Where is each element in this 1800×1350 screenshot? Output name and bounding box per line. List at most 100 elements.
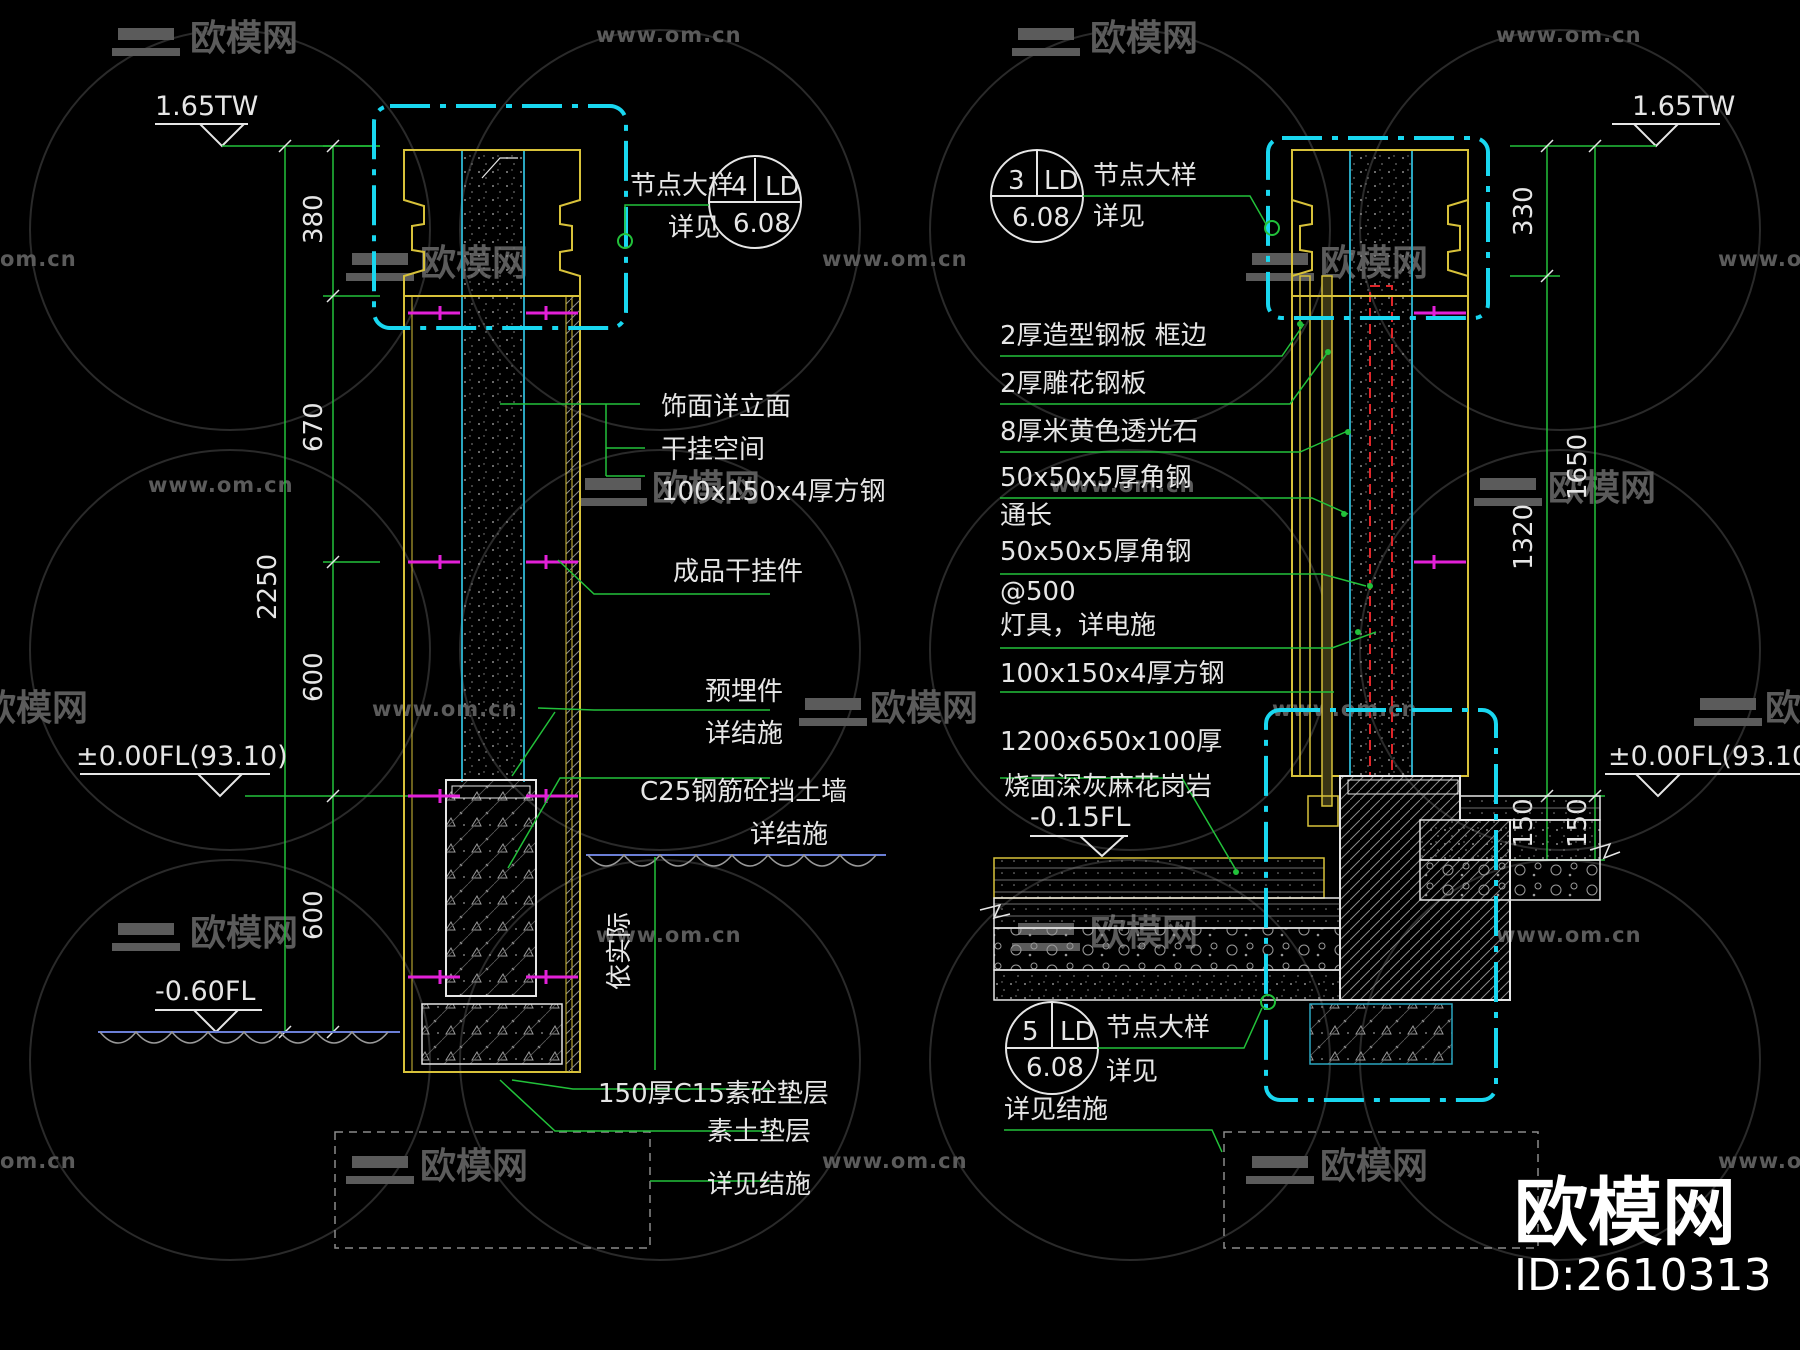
- right-label-lighting: 灯具，详电施: [1000, 611, 1156, 641]
- callout-title: 节点大样: [1093, 161, 1197, 191]
- watermark-url: www.om.cn: [822, 247, 968, 271]
- sofa-icon: [1012, 28, 1080, 56]
- sofa-icon: [1694, 698, 1762, 726]
- sofa-icon: [112, 28, 180, 56]
- right-detail-boundary-top: [1266, 136, 1490, 320]
- callout-sheet: 6.08: [733, 209, 791, 239]
- watermark-url: www.om.cn: [148, 473, 294, 497]
- left-wall-section: 1.65TW 380 670 600 600 2250 ±0.: [76, 91, 886, 1249]
- right-ffl-elevation: ±0.00FL(93.10): [1608, 741, 1800, 772]
- left-detail-boundary: [372, 104, 628, 330]
- left-label-square-steel: 100x150x4厚方钢: [661, 477, 886, 507]
- right-dim-1320: 1320: [1509, 504, 1539, 570]
- sofa-icon: [112, 923, 180, 951]
- right-label-translucent-stone: 8厚米黄色透光石: [1000, 417, 1199, 447]
- watermark-url: www.om.cn: [1050, 473, 1196, 497]
- watermark-logo-text: 欧模网: [1548, 468, 1656, 509]
- watermark-logo-text: 欧模网: [1090, 18, 1198, 59]
- left-dimension-chain: [245, 139, 410, 1039]
- watermark-logo-text: 欧模网: [0, 688, 88, 729]
- watermark-url: om.cn: [0, 1149, 77, 1173]
- left-top-elevation: 1.65TW: [155, 91, 258, 122]
- callout-title: 节点大样: [1106, 1013, 1210, 1043]
- watermark-url: www.om.cn: [596, 923, 742, 947]
- right-label-square-steel: 100x150x4厚方钢: [1000, 659, 1225, 689]
- watermark-logo-text: 欧模网: [870, 688, 978, 729]
- left-column-body: [334, 149, 886, 1249]
- watermark-logo: 欧模网: [1246, 1146, 1428, 1187]
- right-leaders: [1000, 323, 1377, 871]
- callout-number: 5: [1022, 1017, 1039, 1047]
- left-bottom-elevation-marker: -0.60FL: [155, 976, 262, 1034]
- left-bottom-elevation: -0.60FL: [155, 976, 255, 1007]
- left-label-see-struct-2: 详结施: [750, 820, 828, 850]
- callout-subtitle: 详见: [1106, 1057, 1158, 1087]
- left-label-dry-hanger: 成品干挂件: [673, 557, 803, 587]
- watermark-url: www.om.cn: [822, 1149, 968, 1173]
- right-anchors: [1414, 306, 1466, 569]
- watermark-logo-text: 欧模网: [420, 1146, 528, 1187]
- left-top-elevation-marker: 1.65TW: [155, 91, 380, 148]
- callout-sheet: 6.08: [1012, 203, 1070, 233]
- watermark-logo: 欧模网: [579, 468, 760, 509]
- right-top-elevation-marker: 1.65TW: [1510, 91, 1735, 148]
- callout-number: 3: [1008, 166, 1025, 196]
- left-label-soil-layer: 素土垫层: [707, 1117, 811, 1147]
- right-dimension-chain: [1510, 139, 1605, 861]
- sofa-icon: [346, 253, 414, 281]
- right-sub-elevation: -0.15FL: [1030, 802, 1130, 833]
- left-dim-600-lower: 600: [299, 890, 329, 940]
- left-dim-600-upper: 600: [299, 652, 329, 702]
- right-sub-elevation-marker: -0.15FL: [1030, 802, 1130, 858]
- watermark-logo-text: 欧模网: [190, 913, 298, 954]
- callout-note: 详见结施: [1004, 1095, 1108, 1125]
- left-ffl-elevation: ±0.00FL(93.10): [76, 741, 288, 772]
- left-label-hang-space: 干挂空间: [661, 435, 765, 465]
- watermark-url: www.om.cn: [596, 23, 742, 47]
- right-column-body: [979, 149, 1621, 1249]
- callout-tag: LD: [765, 172, 800, 202]
- callout-subtitle: 详见: [668, 213, 720, 243]
- right-label-spacing: @500: [1000, 577, 1076, 607]
- callout-number: 4: [731, 172, 748, 202]
- sofa-icon: [1474, 478, 1542, 506]
- watermark-logo-text: 欧模网: [1765, 688, 1800, 729]
- watermark-logo: 欧模网: [1694, 688, 1800, 729]
- right-detail-callout-3: 3 LD 6.08 节点大样 详见: [990, 149, 1280, 243]
- watermark-url: www.om.cn: [1718, 247, 1800, 271]
- watermark-url: www.om.cn: [1718, 1149, 1800, 1173]
- callout-title: 节点大样: [630, 171, 734, 201]
- watermark-logo: 欧模网: [1474, 468, 1656, 509]
- left-ffl-elevation-marker: ±0.00FL(93.10): [76, 741, 288, 798]
- right-ffl-elevation-marker: ±0.00FL(93.10): [1605, 741, 1800, 798]
- callout-tag: LD: [1060, 1017, 1095, 1047]
- sofa-icon: [1246, 1156, 1314, 1184]
- callout-tag: LD: [1044, 166, 1079, 196]
- watermark-logo: 欧模网: [112, 913, 298, 954]
- callout-subtitle: 详见: [1093, 202, 1145, 232]
- right-detail-boundary-bottom: [1264, 708, 1498, 1102]
- sofa-icon: [1246, 253, 1314, 281]
- right-leader-dots: [1233, 321, 1373, 875]
- brand-name: 欧模网: [1514, 1170, 1736, 1256]
- watermark-url: www.om.cn: [1496, 23, 1642, 47]
- right-wall-section: 1.65TW ±0.00FL(93.10) 330 1320 1650 150 …: [979, 91, 1800, 1249]
- sofa-icon: [799, 698, 867, 726]
- left-label-finish-elevation: 饰面详立面: [661, 392, 791, 422]
- watermark-logo: 欧模网: [346, 1146, 528, 1187]
- watermark-circles: [29, 29, 1761, 1261]
- left-dim-670: 670: [299, 402, 329, 452]
- right-label-frame-plate: 2厚造型钢板 框边: [1000, 321, 1207, 351]
- watermark-logo: 欧模网: [0, 688, 88, 729]
- right-label-angle-steel-1: 50x50x5厚角钢: [1000, 463, 1191, 493]
- left-dim-2250: 2250: [253, 554, 283, 620]
- watermark-logo-text: 欧模网: [190, 18, 298, 59]
- watermark-logo: 欧模网: [112, 18, 298, 59]
- watermark-logo-text: 欧模网: [652, 468, 760, 509]
- sofa-icon: [579, 478, 647, 506]
- right-label-slab-size: 1200x650x100厚: [1000, 727, 1222, 757]
- left-label-embedded: 预埋件: [705, 677, 783, 707]
- left-label-as-actual: 依实际: [605, 912, 635, 990]
- watermark-logo: 欧模网: [1012, 18, 1198, 59]
